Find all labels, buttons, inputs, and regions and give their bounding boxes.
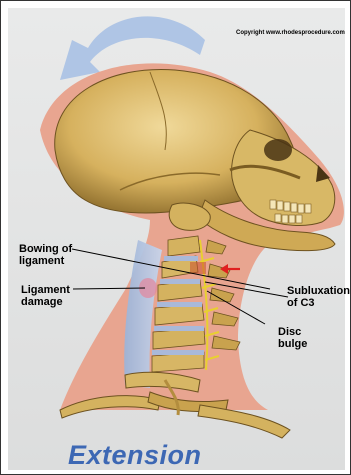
label-ligament-damage: Ligament damage [21,284,70,308]
label-disc-bulge-line-1: Disc [278,326,307,338]
label-bowing-line-1: Bowing of [19,243,72,255]
label-disc-bulge: Disc bulge [278,326,307,350]
label-bowing-of-ligament: Bowing of ligament [19,243,72,267]
label-ligament-damage-line-2: damage [21,296,70,308]
label-subluxation-of-c3: Subluxation of C3 [287,285,350,309]
label-subluxation-line-2: of C3 [287,297,350,309]
label-bowing-line-2: ligament [19,255,72,267]
label-disc-bulge-line-2: bulge [278,338,307,350]
copyright-text: Copyright www.rhodesprocedure.com [236,30,345,36]
label-subluxation-line-1: Subluxation [287,285,350,297]
diagram-title: Extension [68,440,202,471]
label-ligament-damage-line-1: Ligament [21,284,70,296]
